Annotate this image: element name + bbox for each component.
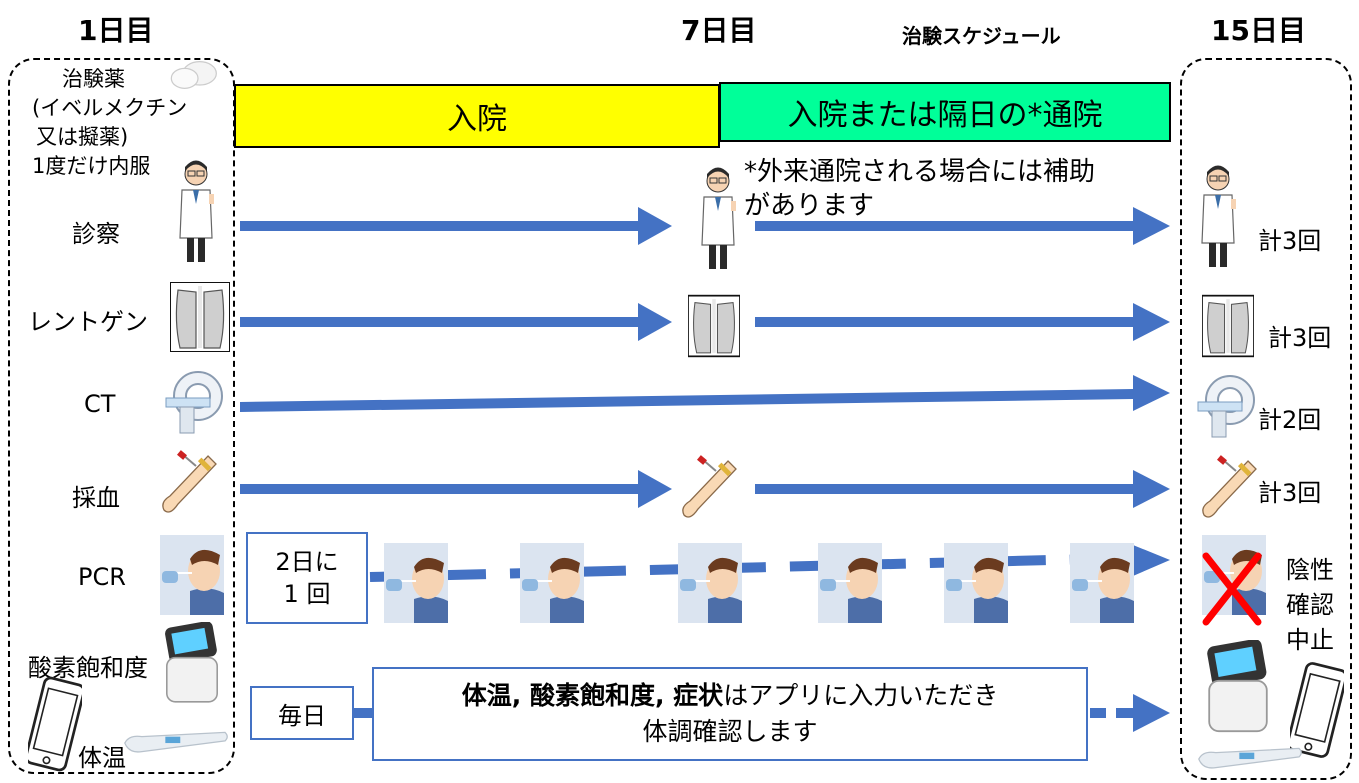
drug-label-line: 又は擬薬) xyxy=(36,125,129,149)
pcr-arrow-line xyxy=(369,553,1134,582)
subsidy-note-line: *外来通院される場合には補助 xyxy=(744,157,1096,187)
app-input-note-rest: はアプリに入力いただき xyxy=(723,681,999,710)
ct-label: CT xyxy=(84,390,116,418)
doctor-icon xyxy=(1198,155,1238,285)
app-input-note: 体温, 酸素飽和度, 症状はアプリに入力いただき 体調確認します xyxy=(372,667,1088,761)
blood-count: 計3回 xyxy=(1258,479,1322,507)
thermometer-icon xyxy=(1196,742,1304,774)
blood-draw-icon xyxy=(680,455,740,525)
pcr-swab-icon xyxy=(384,543,448,623)
subsidy-note: *外来通院される場合には補助 があります xyxy=(744,155,1095,223)
ct-count: 計2回 xyxy=(1258,406,1322,434)
exam-arrow-1 xyxy=(240,221,640,231)
day1-label: 1日目 xyxy=(78,14,154,47)
exam-arrow-2 xyxy=(755,221,1135,231)
app-input-note-bold: 体温, 酸素飽和度, 症状 xyxy=(461,681,724,710)
day1-column xyxy=(8,58,235,774)
drug-label-line: (イベルメクチン xyxy=(32,96,188,120)
pcr-swab-icon xyxy=(818,543,882,623)
day7-label: 7日目 xyxy=(681,14,757,47)
ct-scanner-icon xyxy=(1196,372,1256,442)
xray-arrow-2 xyxy=(755,317,1135,327)
xray-arrow-1-head xyxy=(638,303,672,341)
xray-count: 計3回 xyxy=(1268,324,1332,352)
exam-count: 計3回 xyxy=(1258,227,1322,255)
app-input-note-line1: 体温, 酸素飽和度, 症状はアプリに入力いただき xyxy=(462,678,998,714)
exam-arrow-2-head xyxy=(1133,207,1170,245)
day15-label: 15日目 xyxy=(1211,14,1306,47)
drug-label-line: 治験薬 xyxy=(62,67,125,91)
xray-label: レントゲン xyxy=(28,308,148,336)
blood-label: 採血 xyxy=(72,484,120,512)
daily-label: 毎日 xyxy=(278,701,326,730)
exam-label: 診察 xyxy=(72,220,120,248)
pcr-swab-icon xyxy=(1070,543,1134,623)
doctor-icon xyxy=(698,162,738,282)
blood-arrow-1 xyxy=(240,484,640,494)
daily-arrow-dash xyxy=(1090,708,1106,718)
pcr-frequency-line: 1 回 xyxy=(283,580,331,608)
blood-arrow-1-head xyxy=(638,470,672,508)
pcr-frequency-box: 2日に 1 回 xyxy=(246,532,368,624)
pcr-result: 陰性 確認 中止 xyxy=(1286,553,1334,658)
schedule-title: 治験スケジュール xyxy=(902,24,1061,48)
pcr-result-line: 陰性 xyxy=(1286,556,1334,584)
blood-arrow-2-head xyxy=(1133,470,1170,508)
daily-arrow-head xyxy=(1133,694,1170,732)
cross-icon xyxy=(1202,552,1262,626)
pulse-oximeter-icon xyxy=(1200,640,1276,736)
pcr-swab-icon xyxy=(520,543,584,623)
daily-arrow-dash xyxy=(1116,708,1136,718)
pcr-result-line: 確認 xyxy=(1286,591,1334,619)
subsidy-note-line: があります xyxy=(744,191,875,221)
xray-icon xyxy=(1202,294,1254,358)
pcr-result-line: 中止 xyxy=(1286,626,1334,654)
ct-arrow xyxy=(240,389,1133,412)
pcr-swab-icon xyxy=(678,543,742,623)
inpatient-band: 入院 xyxy=(234,84,720,148)
day15-column xyxy=(1180,58,1352,780)
daily-arrow-dash xyxy=(352,708,374,718)
daily-box: 毎日 xyxy=(250,686,354,740)
pcr-swab-icon xyxy=(944,543,1008,623)
pcr-arrow-head xyxy=(1133,545,1170,576)
blood-draw-icon xyxy=(1200,455,1260,525)
pcr-frequency-line: 2日に xyxy=(275,548,339,576)
exam-arrow-1-head xyxy=(638,207,672,245)
inpatient-band-label: 入院 xyxy=(447,102,507,137)
xray-arrow-2-head xyxy=(1133,303,1170,341)
pcr-label: PCR xyxy=(78,563,126,591)
app-input-note-line2: 体調確認します xyxy=(642,717,818,746)
drug-label: 治験薬 (イベルメクチン 又は擬薬) 1度だけ内服 xyxy=(32,65,187,181)
outpatient-band-label: 入院または隔日の*通院 xyxy=(787,98,1103,133)
xray-icon xyxy=(688,294,740,358)
temp-label: 体温 xyxy=(78,744,126,772)
outpatient-band: 入院または隔日の*通院 xyxy=(719,82,1171,142)
blood-arrow-2 xyxy=(755,484,1135,494)
drug-label-line: 1度だけ内服 xyxy=(32,154,151,178)
ct-arrow-head xyxy=(1133,375,1170,411)
xray-arrow-1 xyxy=(240,317,640,327)
